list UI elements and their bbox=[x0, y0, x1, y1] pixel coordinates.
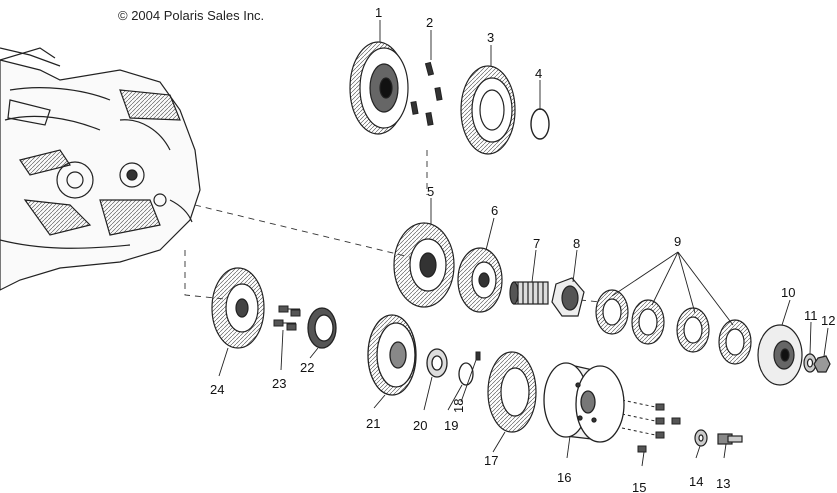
part-22-seal bbox=[307, 307, 337, 349]
callout-7: 7 bbox=[533, 236, 540, 251]
callout-20: 20 bbox=[413, 418, 427, 433]
part-19-snap-ring bbox=[458, 362, 474, 386]
callout-12: 12 bbox=[821, 313, 835, 328]
callout-labels: 1 2 3 4 5 6 7 8 9 10 11 12 13 14 15 16 1… bbox=[210, 5, 835, 493]
part-9-leaders bbox=[611, 251, 734, 326]
part-3-ring-gear bbox=[460, 65, 516, 155]
part-24-gear bbox=[211, 267, 265, 349]
callout-19: 19 bbox=[444, 418, 458, 433]
part-6-gear bbox=[457, 247, 503, 313]
part-23-bolts bbox=[273, 305, 301, 331]
part-7-spring bbox=[509, 281, 549, 305]
part-12-nut bbox=[813, 355, 831, 373]
callout-17: 17 bbox=[484, 453, 498, 468]
callout-6: 6 bbox=[491, 203, 498, 218]
callout-11: 11 bbox=[804, 308, 818, 323]
part-17-gear bbox=[487, 351, 537, 433]
callout-4: 4 bbox=[535, 66, 542, 81]
callout-9: 9 bbox=[674, 234, 681, 249]
part-14-washer bbox=[694, 429, 708, 447]
callout-3: 3 bbox=[487, 30, 494, 45]
part-13-bolt bbox=[717, 433, 743, 445]
callout-leaders bbox=[218, 20, 829, 467]
callout-10: 10 bbox=[781, 285, 795, 300]
part-16-drum bbox=[543, 362, 625, 443]
callout-24: 24 bbox=[210, 382, 224, 397]
part-21-plate bbox=[367, 314, 417, 396]
callout-23: 23 bbox=[272, 376, 286, 391]
part-20-washer bbox=[426, 348, 448, 378]
engine-casing bbox=[0, 47, 201, 291]
callout-13: 13 bbox=[716, 476, 730, 491]
part-15-screws bbox=[621, 399, 681, 453]
callout-18: 18 bbox=[451, 399, 466, 413]
callout-2: 2 bbox=[426, 15, 433, 30]
part-4-snap-ring bbox=[530, 108, 550, 140]
callout-5: 5 bbox=[427, 184, 434, 199]
part-9-discs bbox=[595, 289, 752, 365]
callout-16: 16 bbox=[557, 470, 571, 485]
callout-22: 22 bbox=[300, 360, 314, 375]
part-2-pins bbox=[410, 61, 443, 126]
callout-14: 14 bbox=[689, 474, 703, 489]
part-10-hub bbox=[757, 324, 803, 386]
part-5-gear bbox=[393, 222, 455, 308]
callout-1: 1 bbox=[375, 5, 382, 20]
part-18-pin bbox=[475, 351, 481, 361]
copyright-notice: © 2004 Polaris Sales Inc. bbox=[118, 8, 265, 23]
callout-15: 15 bbox=[632, 480, 646, 493]
callout-8: 8 bbox=[573, 236, 580, 251]
part-1-gear bbox=[349, 41, 409, 135]
part-8-cam-plate bbox=[551, 277, 585, 317]
callout-21: 21 bbox=[366, 416, 380, 431]
